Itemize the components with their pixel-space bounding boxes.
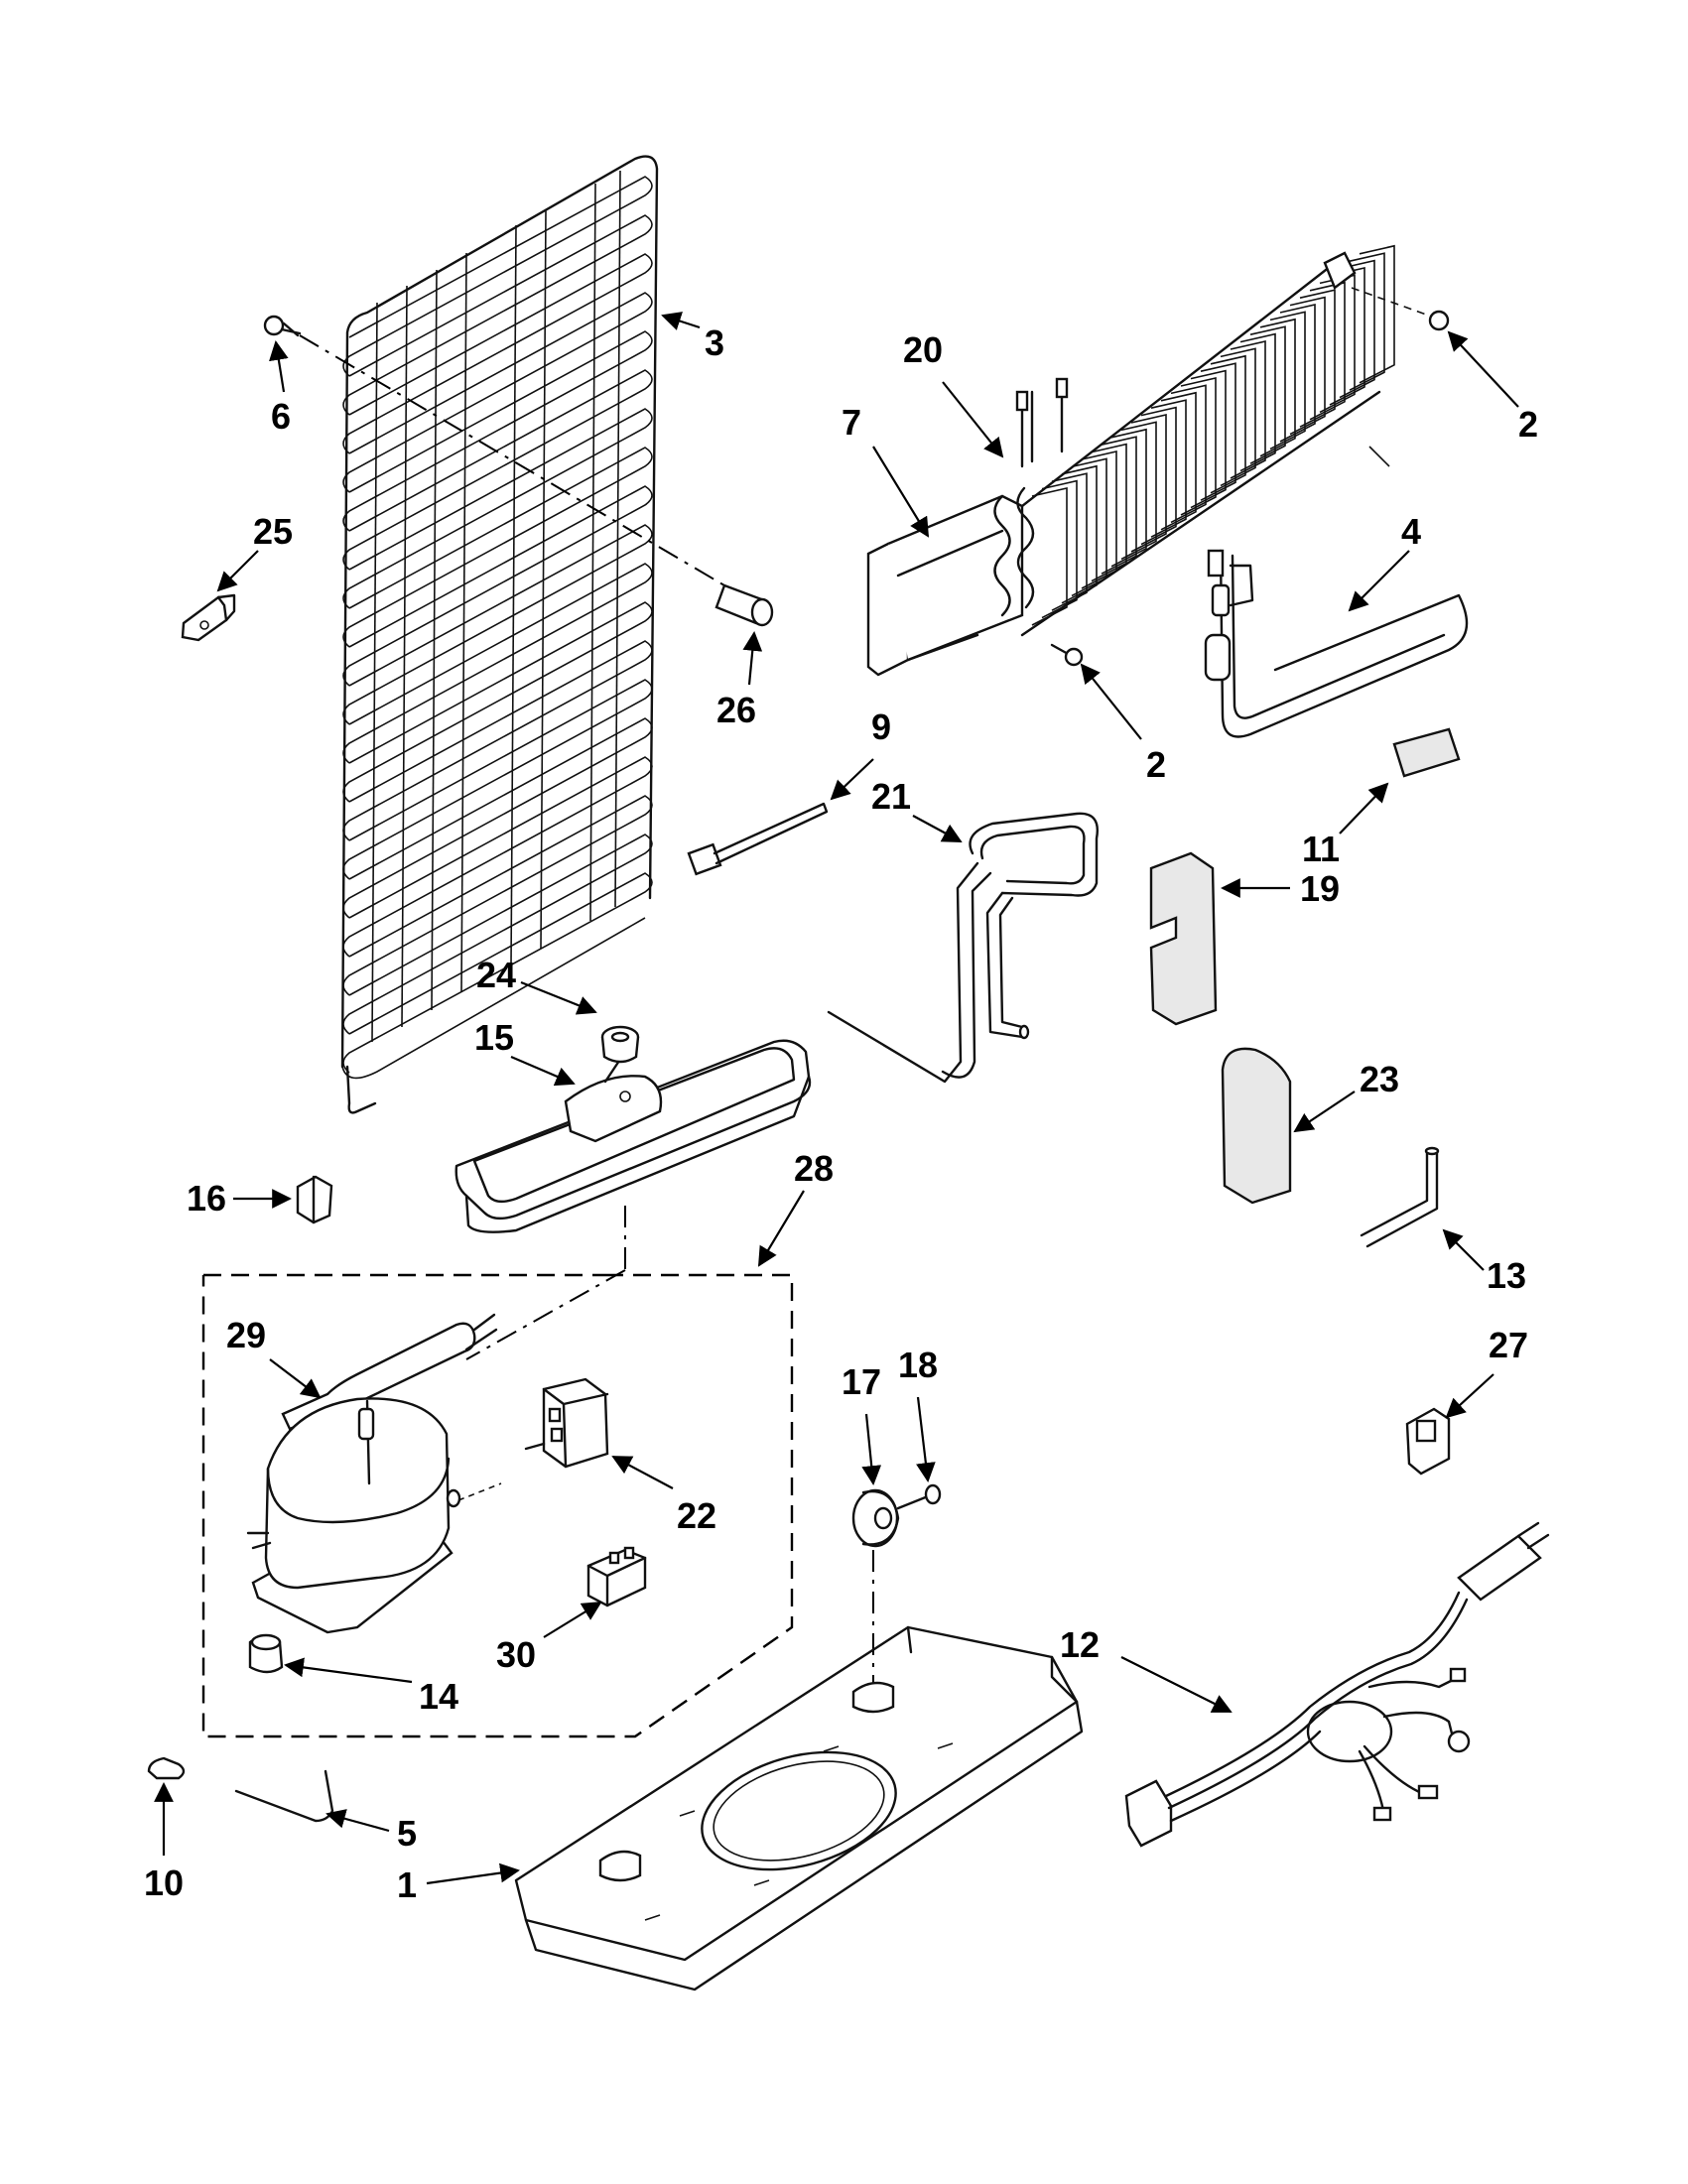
tube-13 [1360,1146,1440,1248]
defrost-heater-4 [1204,549,1469,738]
callout-24: 24 [476,955,516,995]
relay-22 [524,1377,609,1469]
callout-25: 25 [253,511,293,552]
callout-27: 27 [1489,1325,1528,1365]
foam-block-23 [1221,1047,1292,1205]
callout-5: 5 [397,1813,417,1854]
compressor-kit-box-28 [201,1206,794,1738]
callout-26: 26 [716,690,756,730]
callout-13: 13 [1487,1255,1526,1296]
wire-harness-12 [1124,1521,1550,1848]
roller-17 [851,1488,900,1548]
spacer-26 [714,583,774,627]
callout-12: 12 [1060,1624,1100,1665]
clip-10 [147,1756,186,1780]
drain-pan-15 [454,1039,812,1233]
grommet-24 [600,1025,640,1064]
overload-30 [586,1546,647,1607]
callout-7: 7 [842,402,861,443]
callout-19: 19 [1300,868,1340,909]
grommet-14 [248,1633,284,1674]
callout-22: 22 [677,1495,716,1536]
leader-lines [154,312,1519,1885]
cable-tie-9 [687,802,829,876]
callout-6: 6 [271,396,291,437]
callout-17: 17 [842,1361,881,1402]
callout-11: 11 [1302,829,1340,869]
callout-2-bottom: 2 [1146,744,1166,785]
bracket-25 [181,593,236,642]
callout-9: 9 [871,707,891,747]
clip-16 [296,1175,333,1224]
base-pan-1 [514,1625,1084,1991]
condenser-coil [340,155,659,1114]
suction-line-21 [827,812,1099,1084]
callout-14: 14 [419,1676,458,1717]
callout-3: 3 [705,322,724,363]
evaporator-assembly [866,244,1450,677]
callout-21: 21 [871,776,911,817]
foam-pad-11 [1392,727,1461,778]
callout-23: 23 [1360,1059,1399,1099]
callout-18: 18 [898,1345,938,1385]
callout-15: 15 [474,1017,514,1058]
callout-30: 30 [496,1634,536,1675]
filter-drier-29 [281,1313,498,1431]
callout-16: 16 [187,1178,226,1219]
clip-27 [1405,1407,1451,1476]
callout-20: 20 [903,329,943,370]
callout-10: 10 [144,1863,184,1903]
callout-4: 4 [1401,511,1421,552]
callout-29: 29 [226,1315,266,1355]
foam-block-19 [1149,851,1218,1026]
wire-5 [234,1769,334,1823]
callout-2-top: 2 [1518,404,1538,445]
callout-1: 1 [397,1864,417,1905]
screw-6 [263,315,302,337]
callout-28: 28 [794,1148,834,1189]
screw-18 [896,1483,942,1510]
callout-labels: 3 6 25 26 20 7 2 4 2 9 21 11 19 24 15 23… [144,322,1538,1905]
compressor [246,1397,502,1634]
